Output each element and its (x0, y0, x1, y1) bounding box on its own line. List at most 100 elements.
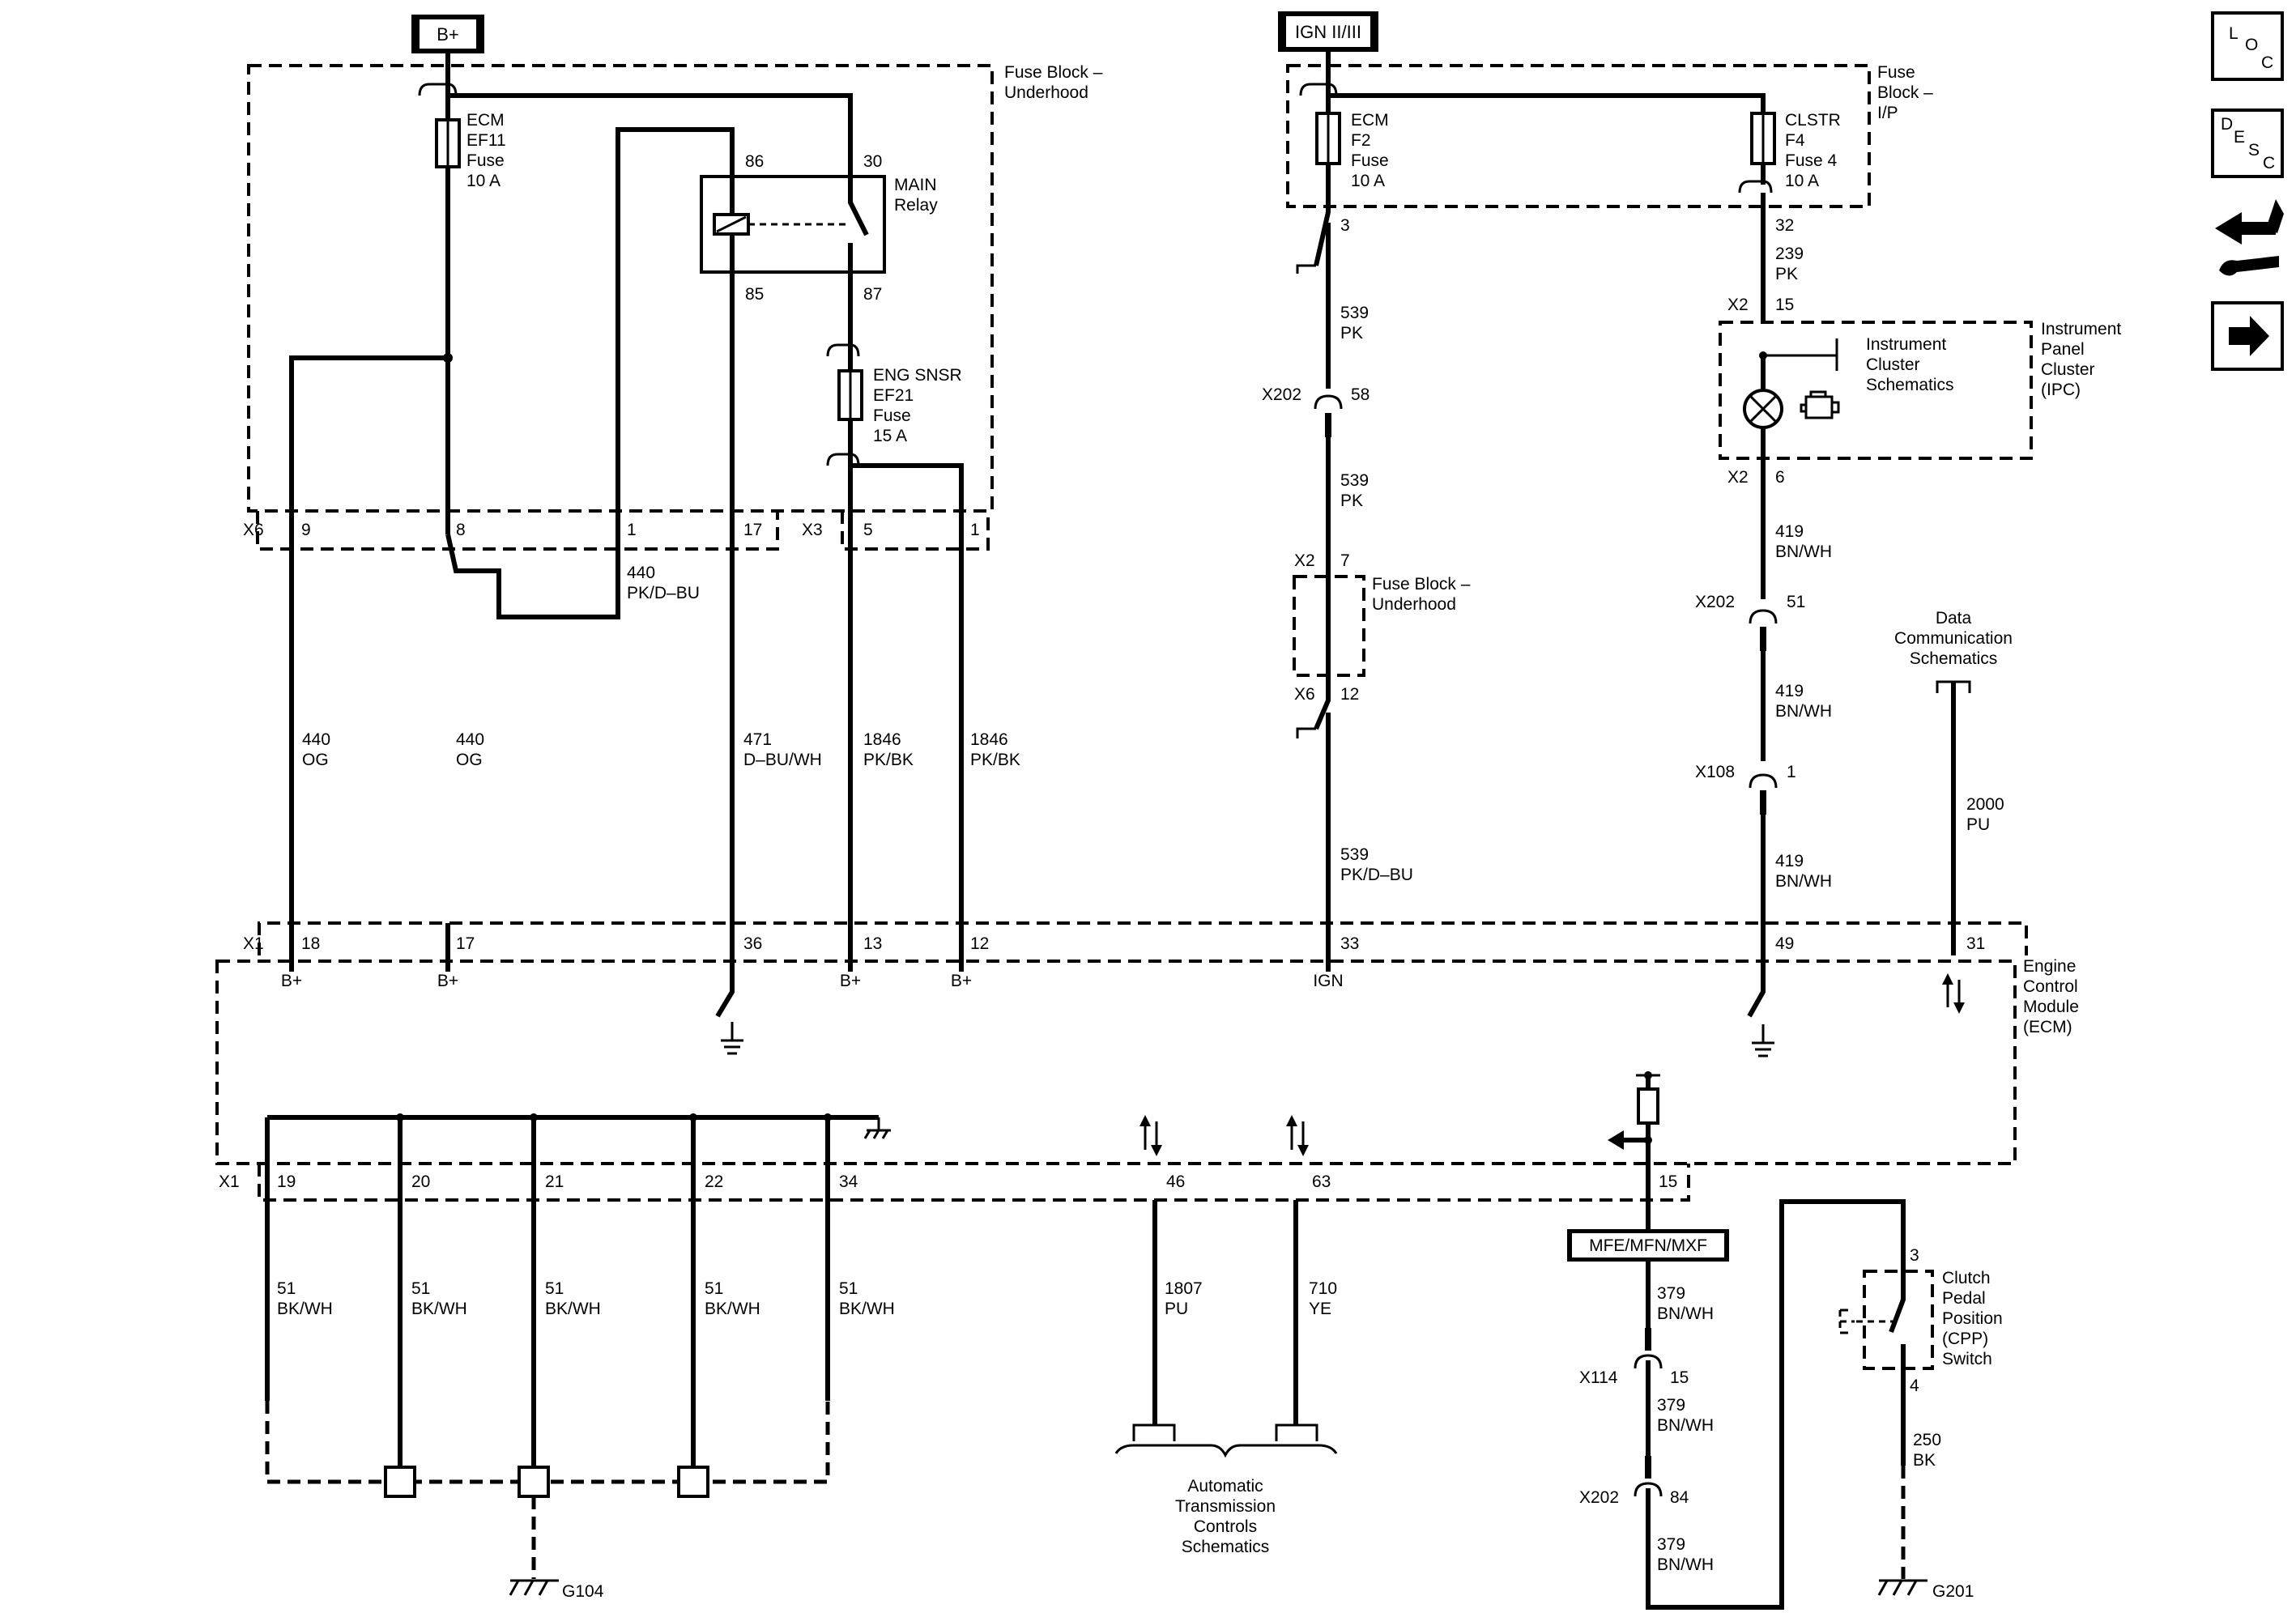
fuse-block-ip-title-1: Fuse (1877, 63, 1915, 82)
pin-ecm-18: 18 (301, 934, 320, 953)
wire-539-a-num: 539 (1340, 304, 1369, 322)
x2-b-label: X2 (1727, 296, 1749, 314)
fuse-block-ip-title-3: I/P (1877, 104, 1898, 122)
data-comm-1: Data (1936, 609, 1972, 628)
ecm-name-1: Engine (2023, 957, 2076, 976)
pin-x3-5: 5 (863, 521, 873, 539)
desc-letter-e: E (2234, 128, 2245, 147)
pin-x6-17: 17 (743, 521, 762, 539)
wire-51-c-num: 51 (545, 1279, 564, 1298)
fbu-inline-l1: Fuse Block – (1372, 575, 1471, 594)
cpp-switch-outline (1863, 1270, 1934, 1370)
ipc-ref-3: Schematics (1866, 376, 1954, 394)
ecm-ign-33: IGN (1313, 972, 1343, 990)
bplus-label: B+ (437, 24, 459, 45)
trans-1: Automatic (1187, 1477, 1263, 1496)
bplus-source-box: B+ (411, 15, 484, 53)
relay-pin-86: 86 (745, 152, 764, 171)
x202-b-label: X202 (1695, 593, 1735, 611)
wire-51-c-color: BK/WH (545, 1300, 601, 1318)
wire-51-b-num: 51 (411, 1279, 430, 1298)
wire-379-b-color: BN/WH (1657, 1416, 1714, 1435)
wire-419-c-num: 419 (1775, 852, 1804, 870)
pin-ecm-31: 31 (1966, 934, 1985, 953)
wire-1846-a-num: 1846 (863, 730, 901, 749)
wire-440-pkdbu-num: 440 (627, 564, 655, 582)
pin-ecm-49: 49 (1775, 934, 1794, 953)
relay-name-1: MAIN (894, 176, 937, 194)
fuse-ecm-ef11-l4: 10 A (466, 172, 501, 190)
bidirectional-arrow-63-icon (1286, 1115, 1309, 1156)
wire-440-og-b-num: 440 (456, 730, 484, 749)
fuse-clstr-f4-l1: CLSTR (1785, 111, 1841, 130)
desc-button[interactable]: D E S C (2211, 109, 2284, 178)
wire-51-e-num: 51 (839, 1279, 858, 1298)
wire-1846-a-color: PK/BK (863, 751, 914, 769)
ground-ecm-36 (721, 1022, 743, 1055)
x108-label: X108 (1695, 763, 1735, 781)
wire-419-b-color: BN/WH (1775, 702, 1832, 721)
wire-379-a-num: 379 (1657, 1284, 1685, 1303)
pin-ecm-46: 46 (1166, 1172, 1185, 1191)
fuse-clstr-f4-l4: 10 A (1785, 172, 1819, 190)
pin-ecm-13: 13 (863, 934, 882, 953)
fuse-ecm-ef11-l2: EF11 (466, 131, 506, 150)
fuse-ecm-f2-l1: ECM (1351, 111, 1389, 130)
fuse-eng-snsr-l3: Fuse (873, 406, 911, 425)
arrow-right-icon (2229, 316, 2269, 356)
ign-label: IGN II/III (1295, 22, 1361, 42)
ecm-bplus-17: B+ (437, 972, 458, 990)
x6-label: X6 (243, 521, 264, 539)
ecm-bplus-13: B+ (840, 972, 861, 990)
relay-pin-30: 30 (863, 152, 882, 171)
wire-2000-num: 2000 (1966, 795, 2004, 814)
wire-419-a-color: BN/WH (1775, 543, 1832, 561)
loc-button[interactable]: L O C (2211, 11, 2284, 81)
x114-label: X114 (1579, 1368, 1618, 1387)
fuse-eng-snsr-l1: ENG SNSR (873, 366, 962, 385)
pin-x6-9: 9 (301, 521, 311, 539)
wire-379-b-num: 379 (1657, 1396, 1685, 1415)
ipc-ref-1: Instrument (1866, 335, 1946, 354)
splice-22 (677, 1466, 709, 1498)
cpp-4: (CPP) (1942, 1330, 1988, 1348)
loc-letter-c: C (2261, 53, 2273, 72)
wire-471-color: D–BU/WH (743, 751, 822, 769)
chassis-ground-icon (863, 1117, 891, 1139)
wire-250-color: BK (1913, 1451, 1936, 1470)
next-button[interactable] (2211, 301, 2284, 371)
pin-ecm-36: 36 (743, 934, 762, 953)
wire-1807-color: PU (1165, 1300, 1188, 1318)
ipc-ref-2: Cluster (1866, 355, 1920, 374)
wire-539-b-color: PK (1340, 491, 1363, 510)
ipc-name-1: Instrument (2041, 320, 2121, 338)
ground-g201-label: G201 (1932, 1582, 1974, 1601)
indicator-lamp (1743, 389, 1783, 429)
trans-4: Schematics (1182, 1538, 1270, 1556)
relay-pin-85: 85 (745, 285, 764, 304)
wire-51-d-color: BK/WH (705, 1300, 760, 1318)
x2-c-label: X2 (1727, 468, 1749, 487)
ground-g104-label: G104 (562, 1582, 604, 1601)
relay-pin-87: 87 (863, 285, 882, 304)
ground-ecm-49 (1752, 1024, 1774, 1057)
pin-x108-1: 1 (1787, 763, 1796, 781)
wire-440-pkdbu-color: PK/D–BU (627, 584, 700, 602)
ecm-bplus-18: B+ (281, 972, 302, 990)
wire-539-b-num: 539 (1340, 471, 1369, 490)
x202-a-label: X202 (1262, 385, 1301, 404)
pin-x114-15: 15 (1670, 1368, 1689, 1387)
wire-539-a-color: PK (1340, 324, 1363, 343)
repair-tools-icon[interactable] (2215, 199, 2284, 276)
x1-bottom-label: X1 (219, 1172, 240, 1191)
wire-440-og-b-color: OG (456, 751, 483, 769)
cpp-2: Pedal (1942, 1289, 1986, 1308)
ecm-outline (215, 960, 2017, 1165)
x2-a-label: X2 (1294, 551, 1315, 570)
wire-239-color: PK (1775, 265, 1798, 283)
wire-379-c-color: BN/WH (1657, 1555, 1714, 1574)
desc-letter-d: D (2221, 115, 2233, 134)
pin-ecm-15: 15 (1659, 1172, 1677, 1191)
wire-440-og-a-num: 440 (302, 730, 330, 749)
